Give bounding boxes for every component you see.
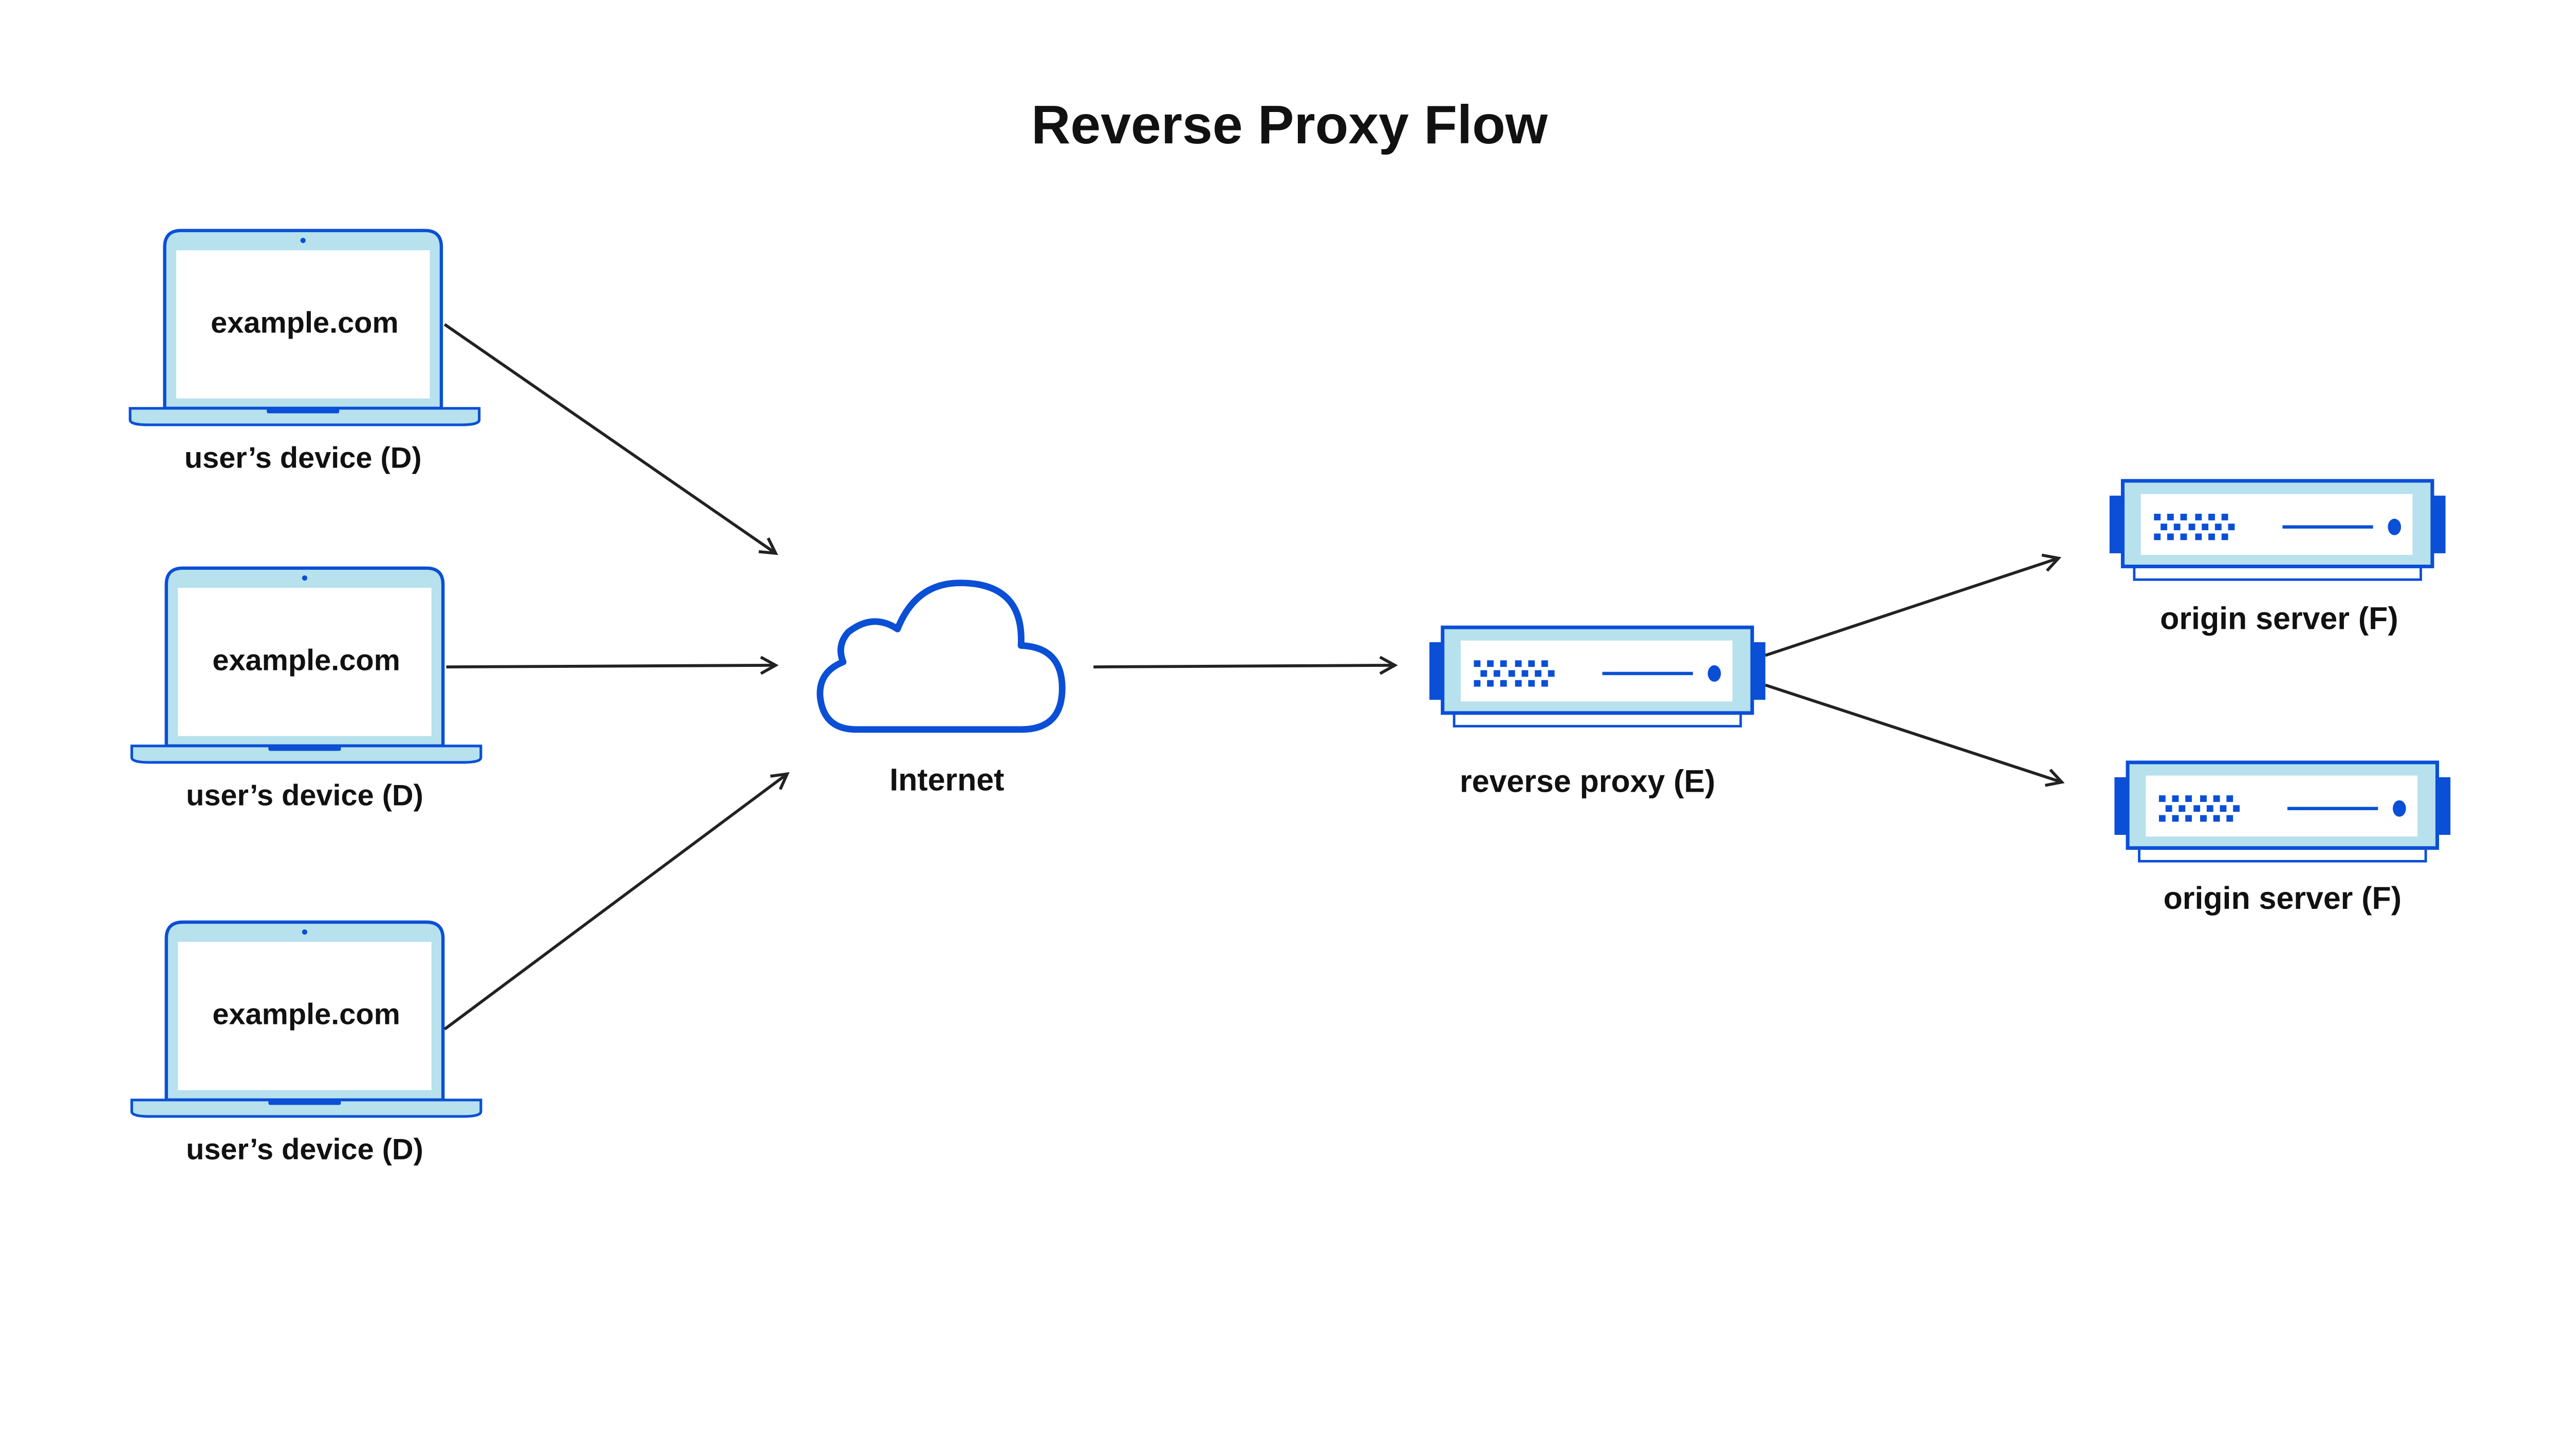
proxy-label: reverse proxy (E) [1460,764,1715,799]
user-device-1: example.com user’s device (D) [130,231,479,474]
page-title: Reverse Proxy Flow [1031,95,1548,155]
origin-label: origin server (F) [2164,881,2402,916]
device-label: user’s device (D) [184,441,422,474]
arrow-device1-to-internet [443,323,778,555]
arrow-proxy-to-origin2 [1764,683,2065,787]
device-label: user’s device (D) [186,1133,423,1166]
origin-server-2: origin server (F) [2114,762,2450,916]
user-device-2: example.com user’s device (D) [132,568,480,812]
arrow-proxy-to-origin1 [1764,553,2062,657]
reverse-proxy-node: reverse proxy (E) [1429,627,1765,799]
internet-node: Internet [816,580,1066,797]
server-icon [1429,627,1765,726]
arrow-device2-to-internet [446,656,779,675]
screen-text: example.com [211,306,399,339]
internet-label: Internet [889,762,1004,797]
user-device-3: example.com user’s device (D) [132,922,480,1166]
arrow-device3-to-internet [443,772,790,1031]
origin-server-1: origin server (F) [2110,481,2446,636]
cloud-icon [816,580,1066,733]
device-label: user’s device (D) [186,779,423,812]
arrow-internet-to-proxy [1093,656,1398,675]
server-icon [2110,481,2446,580]
origin-label: origin server (F) [2160,601,2398,636]
diagram: Reverse Proxy Flow example.com user’s de… [0,95,2569,1166]
screen-text: example.com [212,644,400,677]
server-icon [2114,762,2450,861]
screen-text: example.com [212,998,400,1031]
